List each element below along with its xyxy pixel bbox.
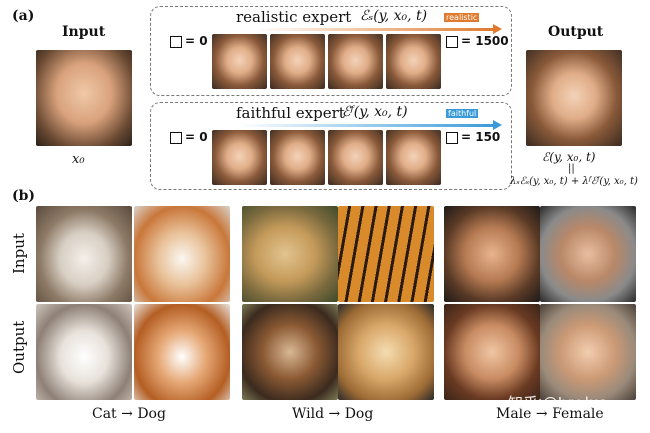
output-formula-2: λₛℰₛ(y, x₀, t) + λᶠℰᶠ(y, x₀, t) [510,176,638,187]
faithful-arrow-label: faithful [446,109,479,118]
caption-male-female: Male → Female [496,406,604,422]
male-input-2 [540,206,636,302]
realistic-step-3 [328,34,383,89]
realistic-expert-box [150,6,512,96]
cat-input-2 [134,206,230,302]
realistic-step-1 [212,34,267,89]
faithful-formula: ℰᶠ(y, x₀, t) [342,104,408,120]
faithful-arrow [240,120,502,130]
faithful-expert-title: faithful expert [236,104,345,122]
realistic-step-2 [270,34,325,89]
row-label-output: Output [10,320,28,374]
wild-input-1 [242,206,338,302]
x0-label: x₀ [72,152,85,167]
output-formula-1: ℰ(y, x₀, t) [542,150,596,164]
realistic-formula: ℰₛ(y, x₀, t) [360,8,428,24]
faithful-start-value: = 0 [185,130,208,144]
faithful-start: = 0 [170,130,208,144]
male-input-1 [444,206,540,302]
output-formula-eq: || [568,163,575,174]
faithful-step-2 [270,130,325,185]
output-title: Output [548,24,604,40]
wild-input-2 [338,206,434,302]
step-icon [446,35,458,48]
input-title: Input [62,24,106,40]
wild-dog-output-2 [338,304,434,400]
realistic-step-4 [386,34,441,89]
realistic-end: = 1500 [446,34,509,48]
caption-cat-dog: Cat → Dog [92,406,166,422]
faithful-step-1 [212,130,267,185]
faithful-end-value: = 150 [461,130,501,144]
realistic-arrow [258,24,502,34]
cat-input-1 [36,206,132,302]
wild-dog-output-1 [242,304,338,400]
dog-output-2 [134,304,230,400]
faithful-expert-box [150,102,512,190]
realistic-expert-title: realistic expert [236,8,352,26]
dog-output-1 [36,304,132,400]
realistic-start: = 0 [170,34,208,48]
faithful-step-3 [328,130,383,185]
step-icon [170,35,182,48]
female-output-1 [444,304,540,400]
panel-b-label: (b) [12,188,36,204]
realistic-arrow-label: realistic [444,13,480,22]
watermark: 知乎 @Ivy luo [508,394,608,412]
panel-a-label: (a) [12,8,35,24]
realistic-end-value: = 1500 [461,34,509,48]
caption-wild-dog: Wild → Dog [292,406,374,422]
realistic-start-value: = 0 [185,34,208,48]
faithful-end: = 150 [446,130,500,144]
step-icon [170,131,182,144]
input-face-photo [36,50,132,146]
output-face-photo [526,50,622,146]
row-label-input: Input [10,233,28,274]
female-output-2 [540,304,636,400]
faithful-step-4 [386,130,441,185]
step-icon [446,131,458,144]
